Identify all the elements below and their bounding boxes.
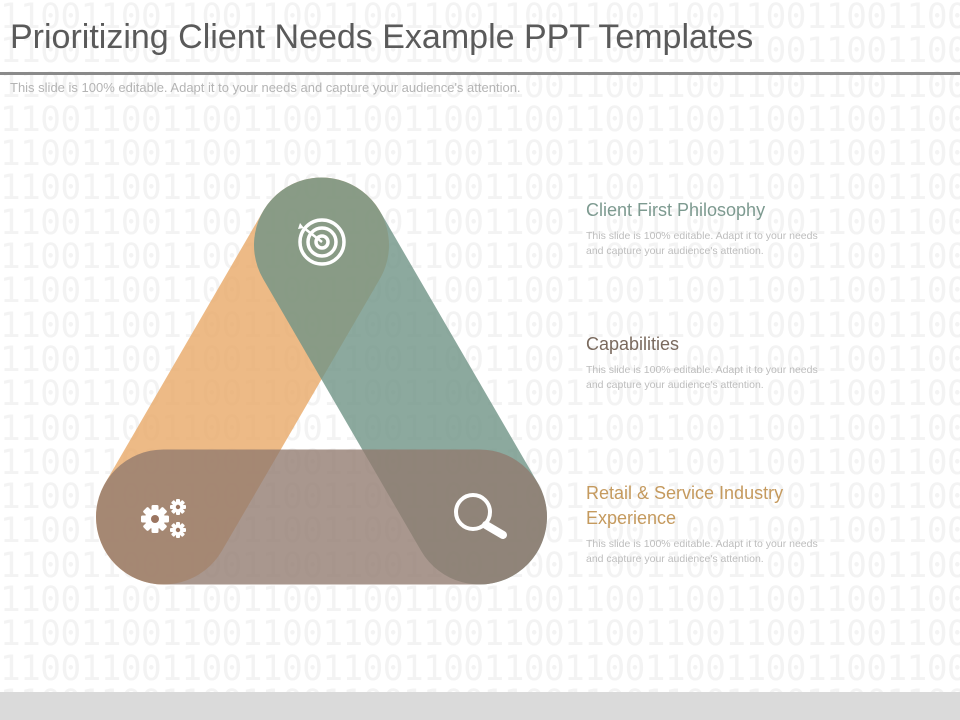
item-description: This slide is 100% editable. Adapt it to…	[586, 230, 818, 257]
item-heading: Client First Philosophy	[586, 200, 766, 220]
item-description: This slide is 100% editable. Adapt it to…	[586, 364, 818, 391]
gears-icon	[141, 499, 186, 538]
item-capabilities: Capabilities This slide is 100% editable…	[586, 332, 846, 393]
item-heading: Retail & Service Industry Experience	[586, 483, 784, 528]
item-description: This slide is 100% editable. Adapt it to…	[586, 538, 818, 565]
title-divider	[0, 72, 960, 75]
item-retail-service: Retail & Service Industry Experience Thi…	[586, 481, 846, 567]
target-icon	[298, 218, 346, 266]
item-heading: Capabilities	[586, 334, 680, 354]
page-title: Prioritizing Client Needs Example PPT Te…	[10, 18, 754, 56]
item-client-first: Client First Philosophy This slide is 10…	[586, 198, 846, 259]
footer-bar	[0, 692, 960, 720]
magnifier-icon	[454, 493, 507, 539]
page-subtitle: This slide is 100% editable. Adapt it to…	[10, 80, 521, 95]
